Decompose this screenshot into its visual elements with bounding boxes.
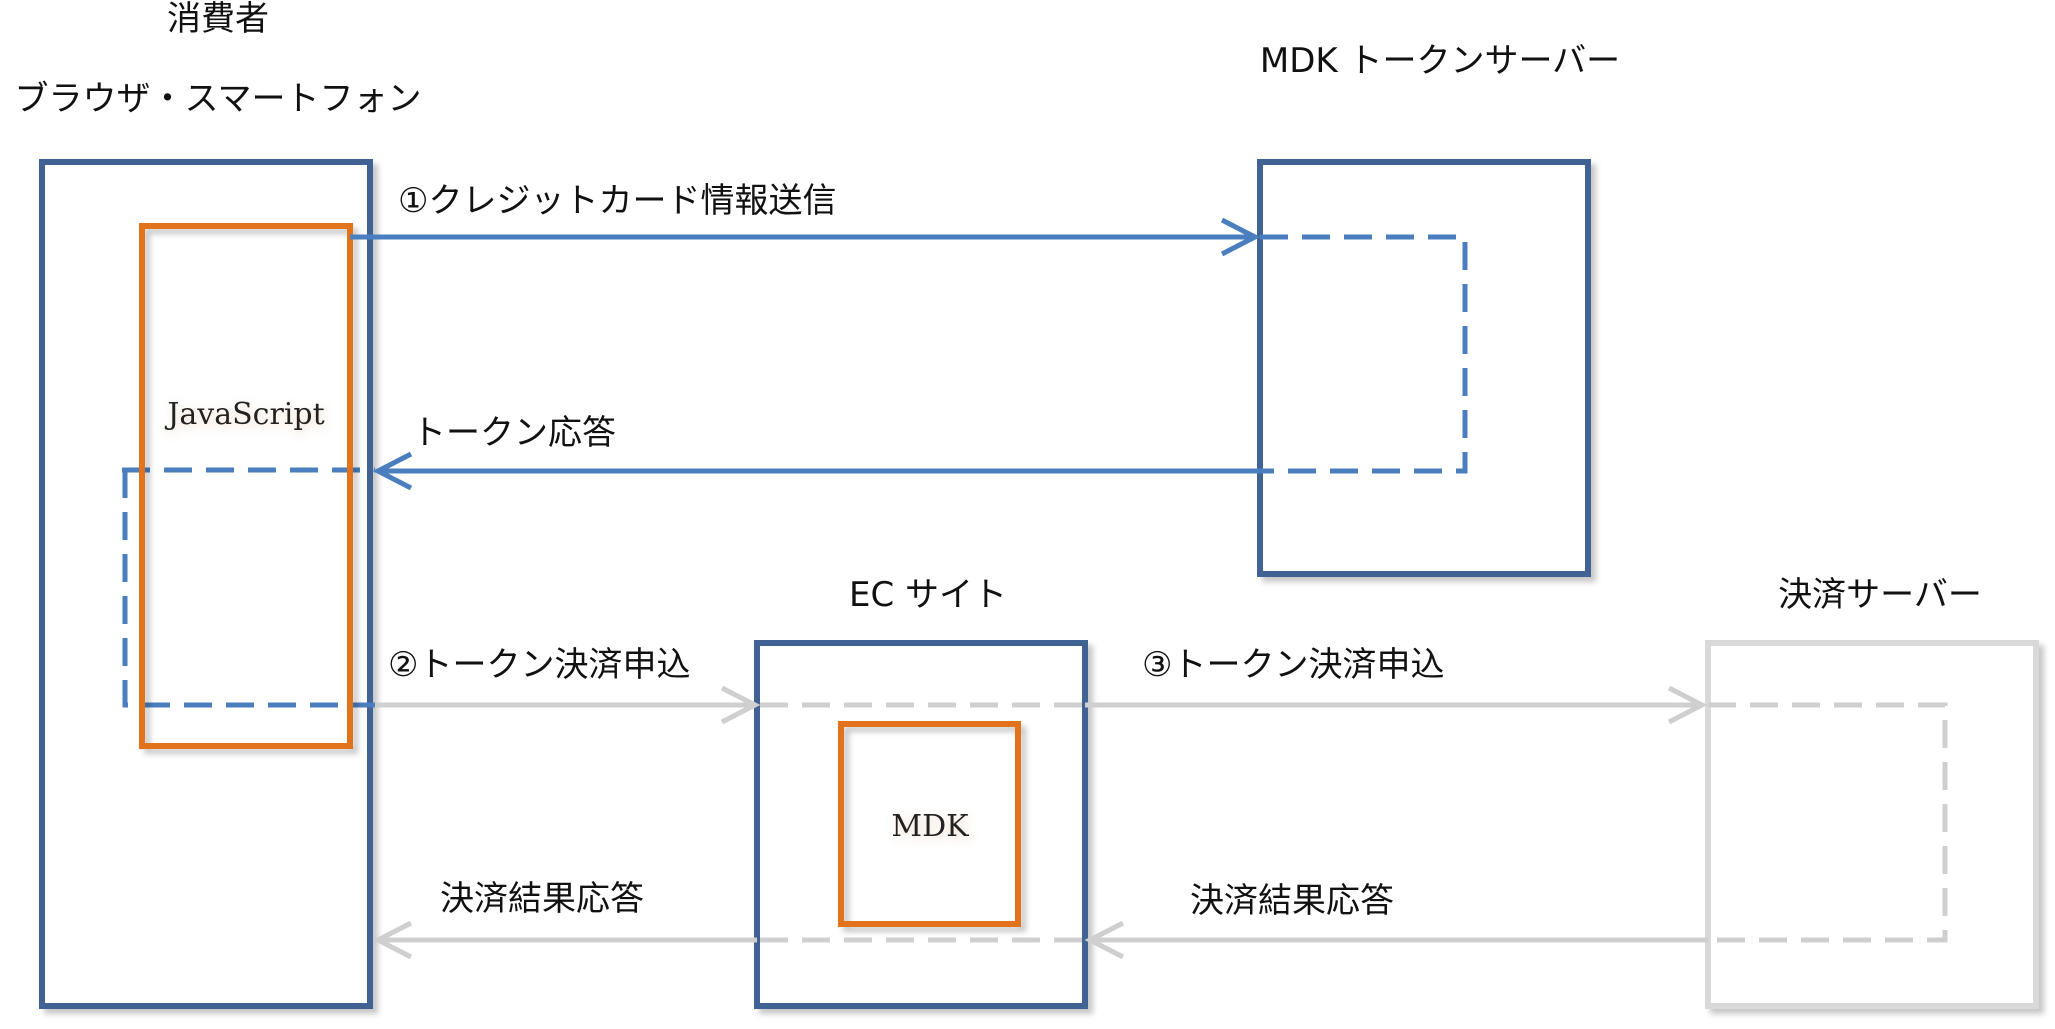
arrow-token-response: [372, 451, 1260, 491]
token-server-token-area: [1260, 234, 1468, 474]
token-server-title: MDK トークンサーバー: [1260, 41, 1620, 81]
payment-server-box: [1705, 640, 2039, 1009]
consumer-box: [39, 159, 373, 1009]
arrow-result-response-left: [372, 920, 757, 960]
mdk-box: [838, 721, 1021, 927]
label-token-payment-request-2: ②トークン決済申込: [388, 645, 690, 685]
mdk-label: MDK: [891, 809, 969, 844]
payment-server-token-area: [1708, 702, 1948, 943]
ec-site-title: EC サイト: [849, 575, 1007, 615]
consumer-subtitle: ブラウザ・スマートフォン: [15, 79, 422, 119]
arrow-token-payment-request-3: [1085, 685, 1708, 725]
javascript-label: JavaScript: [164, 397, 324, 432]
arrow-token-payment-request-2: [375, 685, 761, 725]
arrow-result-response-right: [1084, 920, 1708, 960]
label-token-payment-request-3: ③トークン決済申込: [1142, 645, 1444, 685]
consumer-token-area: [122, 467, 375, 708]
payment-server-title: 決済サーバー: [1778, 575, 1982, 615]
label-token-response: トークン応答: [412, 413, 616, 453]
label-card-send: ①クレジットカード情報送信: [398, 181, 836, 221]
token-server-box: [1257, 159, 1591, 577]
label-result-response-left: 決済結果応答: [440, 879, 644, 919]
javascript-box: [139, 223, 353, 749]
consumer-title: 消費者: [167, 0, 269, 39]
arrow-card-send: [350, 217, 1261, 257]
label-result-response-right: 決済結果応答: [1190, 881, 1394, 921]
